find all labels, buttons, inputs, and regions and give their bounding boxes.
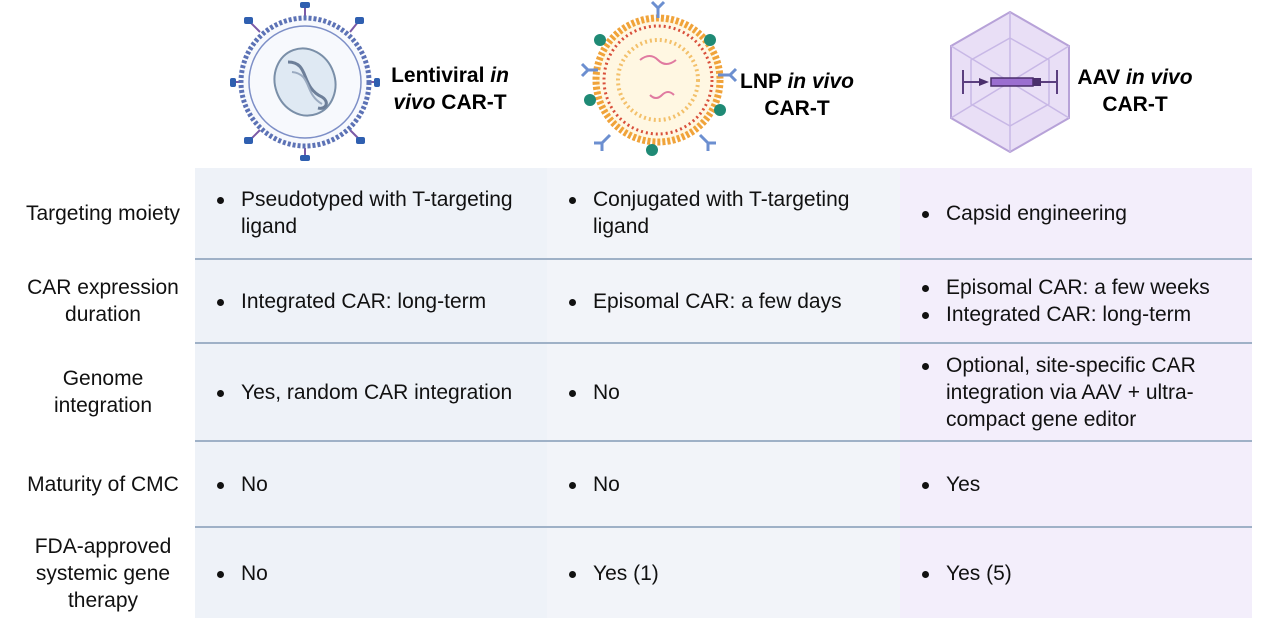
- lentivirus-icon: [230, 2, 380, 161]
- bullet-list: Capsid engineering: [900, 200, 1135, 227]
- row-separator: [195, 258, 1252, 260]
- bullet-list: No: [195, 471, 276, 498]
- bullet-list: Conjugated with T-targeting ligand: [547, 186, 900, 240]
- table-row-genome-integration: Genome integration Yes, random CAR integr…: [0, 344, 1252, 440]
- cell-col3: Capsid engineering: [900, 168, 1252, 258]
- bullet-item: Yes: [921, 472, 981, 496]
- header-lnp: LNP in vivo CAR-T: [580, 0, 880, 160]
- bullet-item: Conjugated with T-targeting ligand: [569, 186, 892, 240]
- cell-col2: No: [547, 442, 900, 526]
- table-row-targeting-moiety: Targeting moiety Pseudotyped with T-targe…: [0, 168, 1252, 258]
- row-label-text: Genome integration: [53, 367, 153, 417]
- bullet-item: Yes (1): [569, 561, 659, 585]
- cell-col1: Integrated CAR: long-term: [195, 260, 547, 342]
- bullet-list: No: [547, 379, 628, 406]
- bullet-item: Integrated CAR: long-term: [216, 289, 487, 313]
- bullet-item: No: [569, 380, 620, 404]
- row-separator: [195, 440, 1252, 442]
- bullet-list: No: [547, 471, 628, 498]
- bullet-item: Episomal CAR: a few days: [569, 289, 842, 313]
- aav-title: AAV in vivo CAR-T: [1077, 66, 1193, 116]
- row-label-text: Maturity of CMC: [27, 472, 179, 496]
- header-lentiviral: Lentiviral in vivo CAR-T: [230, 0, 530, 161]
- row-separator: [195, 526, 1252, 528]
- cell-col2: Episomal CAR: a few days: [547, 260, 900, 342]
- cell-col2: Yes (1): [547, 528, 900, 618]
- row-label-text: CAR expression duration: [27, 276, 179, 326]
- cell-col2: No: [547, 344, 900, 440]
- row-label-text: Targeting moiety: [25, 201, 181, 225]
- row-label: Targeting moiety: [0, 168, 206, 258]
- bullet-item: Yes (5): [922, 561, 1012, 585]
- bullet-item: No: [217, 561, 268, 585]
- lnp-title: LNP in vivo CAR-T: [740, 70, 854, 120]
- lentiviral-title: Lentiviral in vivo CAR-T: [391, 64, 509, 114]
- row-label-text: FDA-approved systemic gene therapy: [34, 534, 172, 612]
- bullet-list: Episomal CAR: a few days: [547, 288, 850, 315]
- row-label: Genome integration: [0, 344, 206, 440]
- bullet-item: Capsid engineering: [922, 201, 1127, 225]
- cell-col1: Yes, random CAR integration: [195, 344, 547, 440]
- bullet-list: Pseudotyped with T-targeting ligand: [195, 186, 547, 240]
- bullet-item: Optional, site-specific CAR integration …: [922, 352, 1244, 433]
- header-aav: AAV in vivo CAR-T: [945, 0, 1245, 160]
- bullet-item: Episomal CAR: a few weeks: [922, 276, 1210, 299]
- table-row-fda-approved-therapy: FDA-approved systemic gene therapy No Yes …: [0, 528, 1252, 618]
- cell-col1: No: [195, 442, 547, 526]
- bullet-list: Optional, site-specific CAR integration …: [900, 352, 1252, 433]
- aav-capsid-icon: [950, 10, 1070, 154]
- bullet-item: Integrated CAR: long-term: [922, 301, 1210, 328]
- bullet-item: Yes, random CAR integration: [216, 380, 513, 404]
- bullet-list: Yes (1): [547, 560, 667, 587]
- row-label: Maturity of CMC: [0, 442, 206, 526]
- table-row-maturity-of-cmc: Maturity of CMC No No Yes: [0, 442, 1252, 526]
- cell-col3: Yes (5): [900, 528, 1252, 618]
- row-label: CAR expression duration: [0, 260, 206, 342]
- cell-col1: Pseudotyped with T-targeting ligand: [195, 168, 547, 258]
- bullet-list: Integrated CAR: long-term: [195, 288, 494, 315]
- bullet-list: Yes (5): [900, 560, 1020, 587]
- bullet-list: Yes: [900, 471, 988, 498]
- cell-col2: Conjugated with T-targeting ligand: [547, 168, 900, 258]
- lnp-icon: [580, 0, 738, 156]
- cell-col3: Optional, site-specific CAR integration …: [900, 344, 1252, 440]
- cell-col3: Yes: [900, 442, 1252, 526]
- bullet-item: No: [217, 472, 268, 496]
- cell-col1: No: [195, 528, 547, 618]
- row-label: FDA-approved systemic gene therapy: [0, 528, 206, 618]
- bullet-list: Yes, random CAR integration: [195, 379, 520, 406]
- row-separator: [195, 342, 1252, 344]
- bullet-list: No: [195, 560, 276, 587]
- bullet-item: Pseudotyped with T-targeting ligand: [217, 186, 539, 240]
- bullet-item: No: [569, 472, 620, 496]
